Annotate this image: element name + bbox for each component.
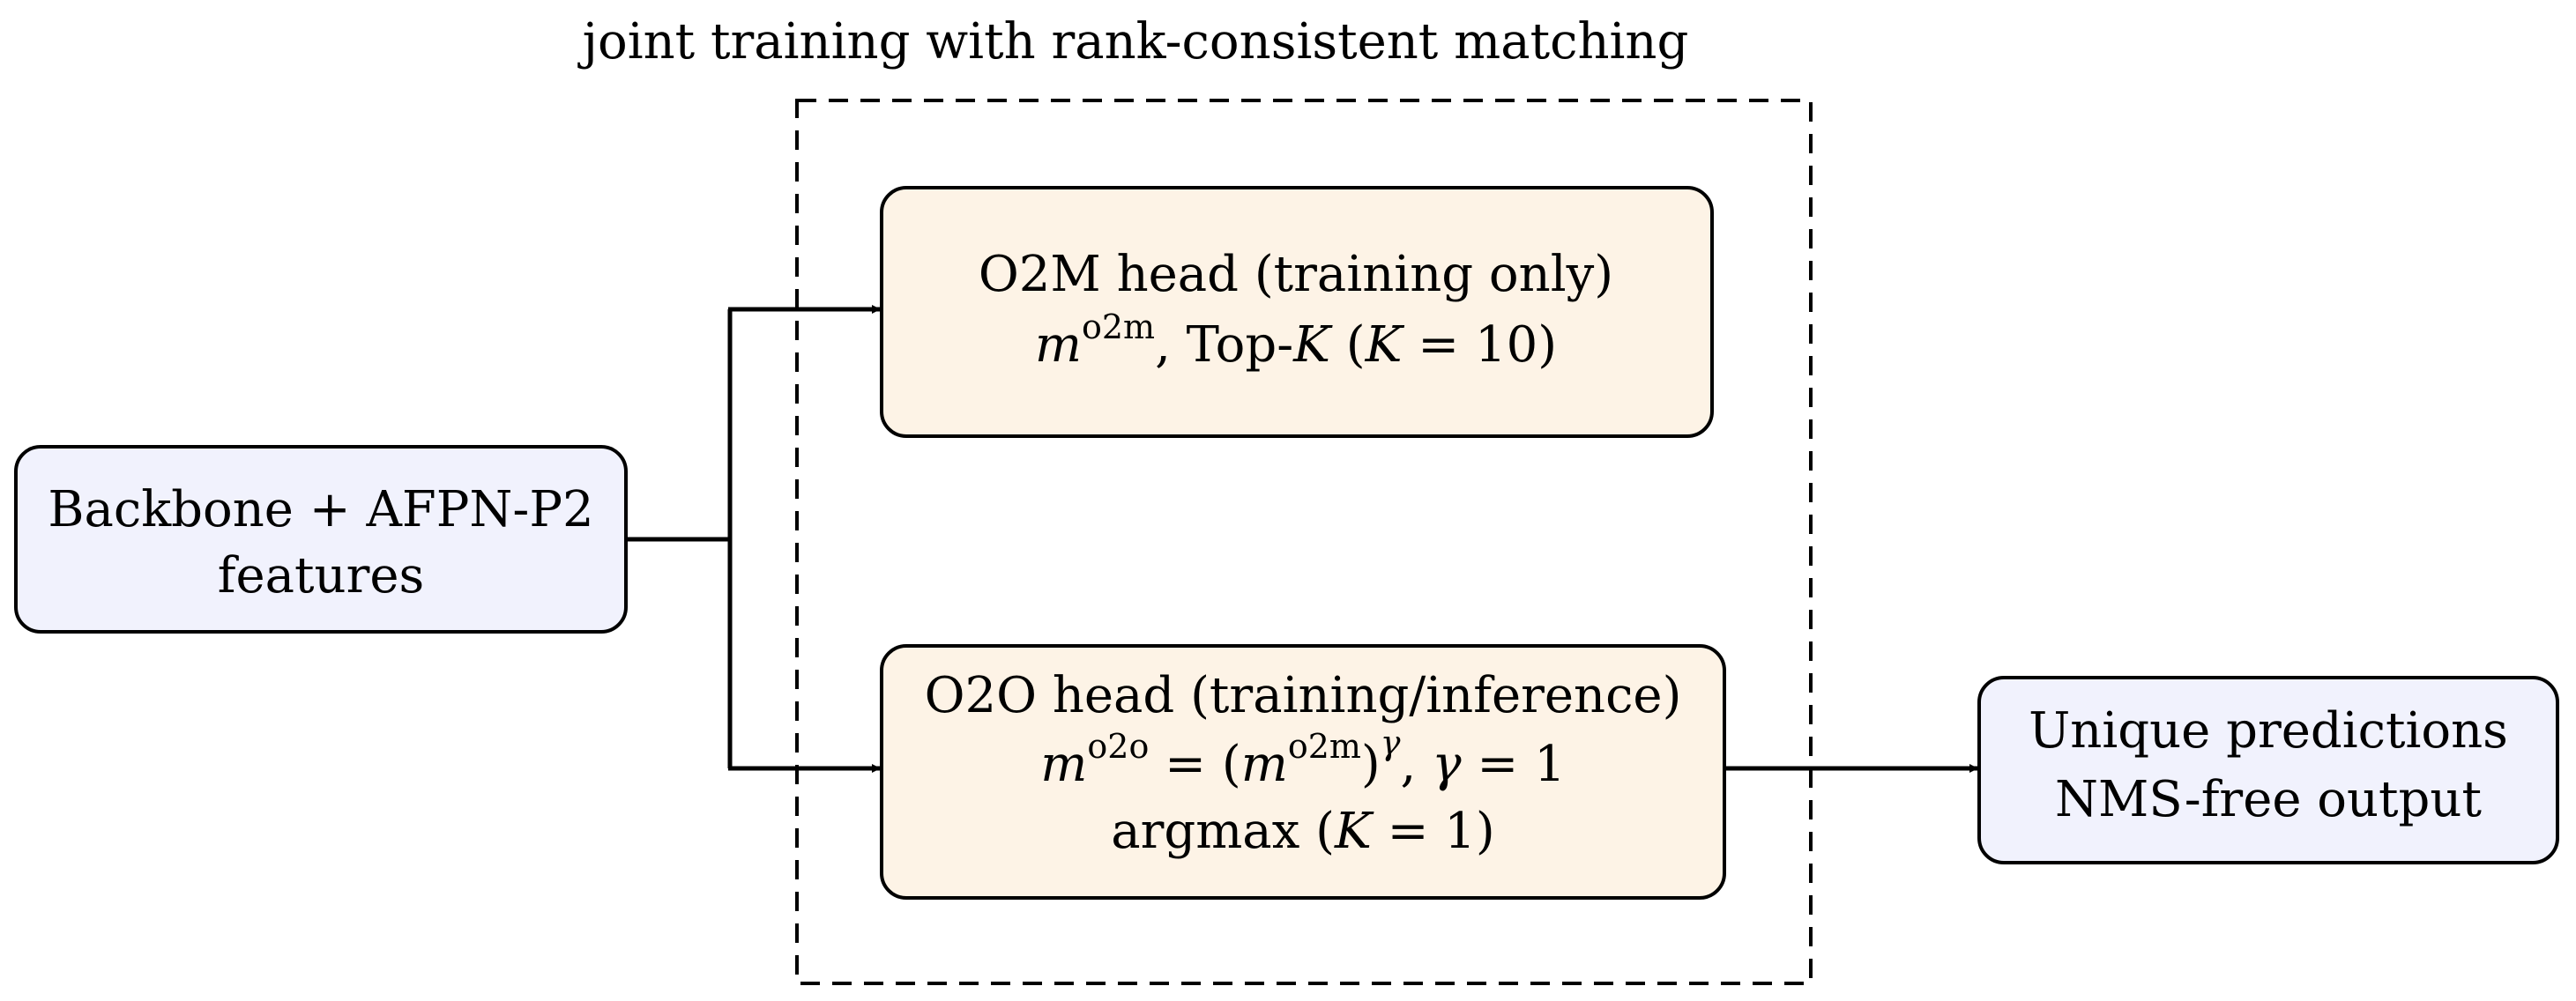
- o2m-head-node: O2M head (training only) mo2m, Top-K (K …: [880, 186, 1714, 438]
- output-label-line2: NMS-free output: [2055, 771, 2482, 828]
- o2o-superscript: o2o: [1087, 727, 1149, 766]
- output-box: [1977, 676, 2559, 864]
- o2o-comma: ,: [1400, 736, 1432, 793]
- o2o-head-node: O2O head (training/inference) mo2o = (mo…: [880, 644, 1726, 900]
- o2o-gamma-exponent: γ: [1381, 723, 1401, 762]
- o2o-gamma-value: = 1: [1462, 736, 1566, 793]
- o2o-equals: = (: [1149, 736, 1240, 793]
- o2o-close-paren: ): [1361, 736, 1381, 793]
- o2m-text-b: (: [1330, 316, 1366, 374]
- backbone-node: Backbone + AFPN-P2 features: [14, 445, 628, 634]
- o2o-m-symbol-2: m: [1241, 736, 1288, 793]
- o2o-gamma-symbol: γ: [1432, 736, 1462, 793]
- o2m-k-symbol-1: K: [1292, 316, 1333, 374]
- connectors: [626, 305, 1978, 773]
- o2o-superscript-2: o2m: [1288, 727, 1361, 766]
- o2o-head-label-line3: argmax (K = 1): [1111, 803, 1495, 860]
- o2o-k-symbol: K: [1334, 803, 1374, 860]
- o2o-head-box: [880, 644, 1726, 900]
- o2m-head-label-line1: O2M head (training only): [979, 246, 1613, 303]
- o2m-superscript: o2m: [1082, 308, 1155, 346]
- backbone-label-line1: Backbone + AFPN-P2: [48, 481, 593, 538]
- output-label-line1: Unique predictions: [2029, 702, 2508, 760]
- backbone-label-line2: features: [218, 547, 424, 604]
- o2m-text-c: = 10): [1403, 316, 1558, 374]
- o2m-head-box: [880, 186, 1714, 438]
- o2o-m-symbol: m: [1040, 736, 1087, 793]
- o2m-k-symbol-2: K: [1365, 316, 1405, 374]
- o2m-head-label-line2: mo2m, Top-K (K = 10): [1035, 308, 1557, 374]
- o2o-argmax-value: = 1): [1372, 803, 1495, 860]
- o2o-head-label-line2: mo2o = (mo2m)γ, γ = 1: [1040, 723, 1565, 793]
- region-title: joint training with rank-consistent matc…: [577, 13, 1689, 70]
- o2m-m-symbol: m: [1035, 316, 1082, 374]
- o2o-argmax-text: argmax (: [1111, 803, 1335, 860]
- output-node: Unique predictions NMS-free output: [1977, 676, 2559, 864]
- o2m-text-a: , Top-: [1155, 316, 1293, 374]
- o2o-head-label-line1: O2O head (training/inference): [925, 667, 1682, 724]
